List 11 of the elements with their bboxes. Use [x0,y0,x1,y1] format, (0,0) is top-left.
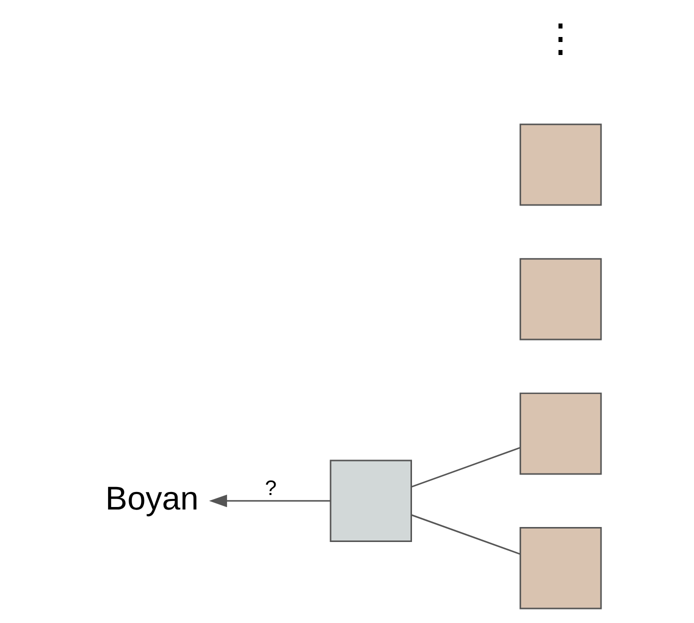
node-box [520,392,602,475]
node-text: Boyan [105,479,199,516]
node-box [520,527,602,610]
arrow [209,494,330,508]
connector [411,514,520,555]
node-box [520,258,602,340]
edge-label: ? [264,477,277,500]
connector [411,447,520,488]
node-box [330,460,412,542]
node-box [520,124,602,206]
label: ⋮ [541,18,580,61]
